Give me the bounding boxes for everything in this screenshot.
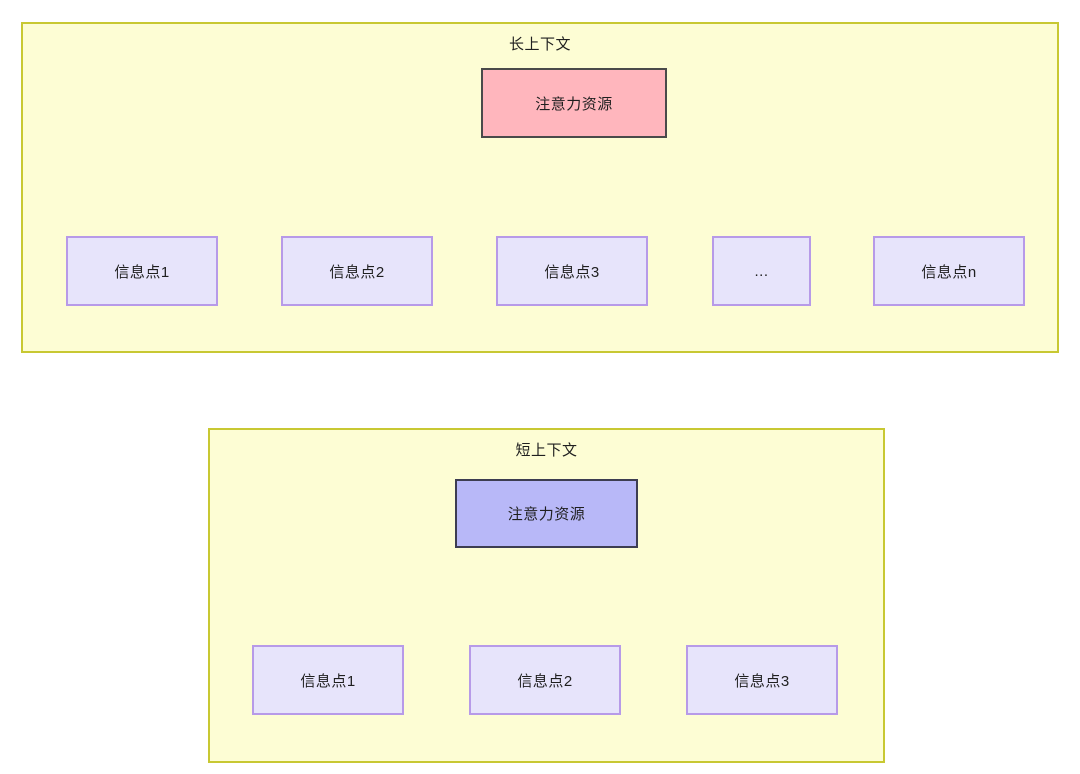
node-short-context-info-point-3[interactable]: 信息点3 bbox=[686, 645, 838, 715]
node-long-context-info-point-1[interactable]: 信息点1 bbox=[66, 236, 218, 306]
node-short-context-attention-resource[interactable]: 注意力资源 bbox=[455, 479, 638, 548]
node-short-context-info-point-1[interactable]: 信息点1 bbox=[252, 645, 404, 715]
node-long-context-info-point-2[interactable]: 信息点2 bbox=[281, 236, 433, 306]
panel-long-context-title: 长上下文 bbox=[508, 36, 571, 53]
node-long-context-info-point-n[interactable]: 信息点n bbox=[873, 236, 1025, 306]
node-short-context-info-point-2[interactable]: 信息点2 bbox=[469, 645, 621, 715]
panel-short-context-title: 短上下文 bbox=[515, 442, 578, 459]
node-long-context-info-point-ellipsis[interactable]: ... bbox=[712, 236, 811, 306]
node-long-context-info-point-3[interactable]: 信息点3 bbox=[496, 236, 648, 306]
node-long-context-attention-resource[interactable]: 注意力资源 bbox=[481, 68, 667, 138]
